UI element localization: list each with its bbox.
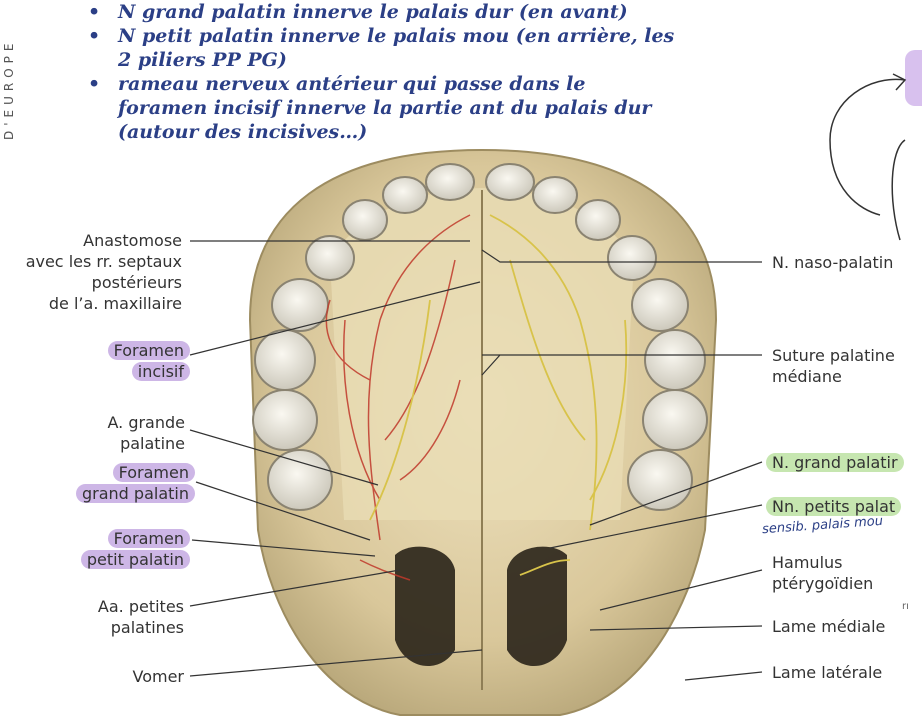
note-text: N grand palatin innerve le palais dur (e…	[118, 1, 628, 23]
label-anastomose: Anastomose avec les rr. septaux postérie…	[10, 230, 182, 314]
label-lame-mediale: Lame médiale	[772, 617, 886, 636]
label-line: médiane	[772, 367, 842, 386]
note-item: • N grand palatin innerve le palais dur …	[78, 0, 698, 24]
label-line: Nn. petits palat	[766, 497, 902, 516]
label-line: Hamulus	[772, 553, 843, 572]
label-line: N. grand palatir	[766, 453, 904, 472]
annotation-arrow	[829, 73, 907, 241]
label-foramen-incisif: Foramen incisif	[60, 340, 190, 382]
label-line: postérieurs	[91, 273, 182, 292]
nerves	[369, 214, 628, 576]
bullet: •	[88, 1, 101, 23]
label-a-grande-palatine: A. grande palatine	[60, 412, 185, 454]
bullet: •	[88, 73, 101, 95]
margin-mark: rı	[902, 601, 909, 612]
label-line: ptérygoïdien	[772, 574, 874, 593]
bullet: •	[88, 25, 101, 47]
label-line: incisif	[131, 362, 190, 381]
label-foramen-grand-palatin: Foramen grand palatin	[30, 462, 195, 504]
label-line: Foramen	[112, 463, 195, 482]
highlight-box	[905, 50, 922, 106]
label-line: Anastomose	[83, 231, 182, 250]
label-aa-petites-palatines: Aa. petites palatines	[60, 596, 184, 638]
note-text: N petit palatin innerve le palais mou (e…	[118, 25, 675, 71]
choanae	[395, 546, 567, 667]
label-foramen-petit-palatin: Foramen petit palatin	[30, 528, 190, 570]
label-line: petit palatin	[80, 550, 190, 569]
label-line: de l’a. maxillaire	[48, 294, 182, 313]
note-item: • rameau nerveux antérieur qui passe dan…	[78, 72, 698, 144]
leader-lines	[189, 240, 763, 681]
label-line: palatines	[110, 618, 184, 637]
note-text: rameau nerveux antérieur qui passe dans …	[118, 73, 652, 143]
teeth-arch	[252, 163, 708, 511]
label-line: avec les rr. septaux	[25, 252, 182, 271]
label-lame-laterale: Lame latérale	[772, 663, 883, 682]
label-line: Foramen	[107, 529, 190, 548]
label-n-naso-palatin: N. naso-palatin	[772, 253, 894, 272]
label-line: Aa. petites	[97, 597, 184, 616]
label-suture-palatine: Suture palatine médiane	[772, 345, 895, 387]
label-line: Suture palatine	[772, 346, 895, 365]
label-line: palatine	[120, 434, 185, 453]
notes-list: • N grand palatin innerve le palais dur …	[78, 0, 698, 144]
label-nn-petits-palat: Nn. petits palat	[766, 496, 902, 517]
label-vomer: Vomer	[132, 667, 185, 686]
label-line: A. grande	[107, 413, 185, 432]
label-line: Foramen	[107, 341, 190, 360]
note-item: • N petit palatin innerve le palais mou …	[78, 24, 698, 72]
label-hamulus: Hamulus ptérygoïdien	[772, 552, 873, 594]
label-n-grand-palatin: N. grand palatir	[766, 452, 904, 473]
label-line: grand palatin	[76, 484, 195, 503]
